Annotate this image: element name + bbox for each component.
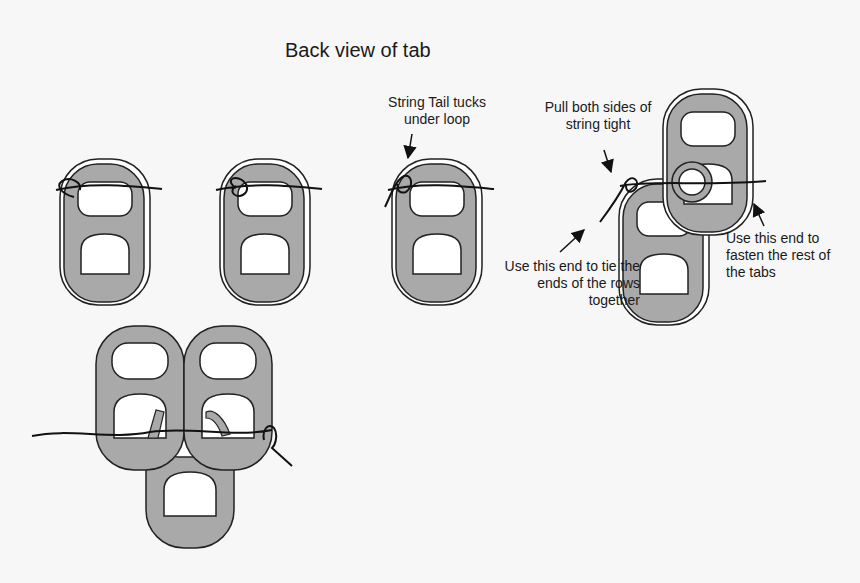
callout-note: String Tail tucks under loop [372, 94, 502, 128]
diagram-title: Back view of tab [285, 38, 431, 62]
callout-note: Pull both sides of string tight [538, 99, 658, 133]
callout-note: Use this end to tie the ends of the rows… [494, 258, 640, 308]
callout-note: Use this end to fasten the rest of the t… [726, 230, 844, 280]
